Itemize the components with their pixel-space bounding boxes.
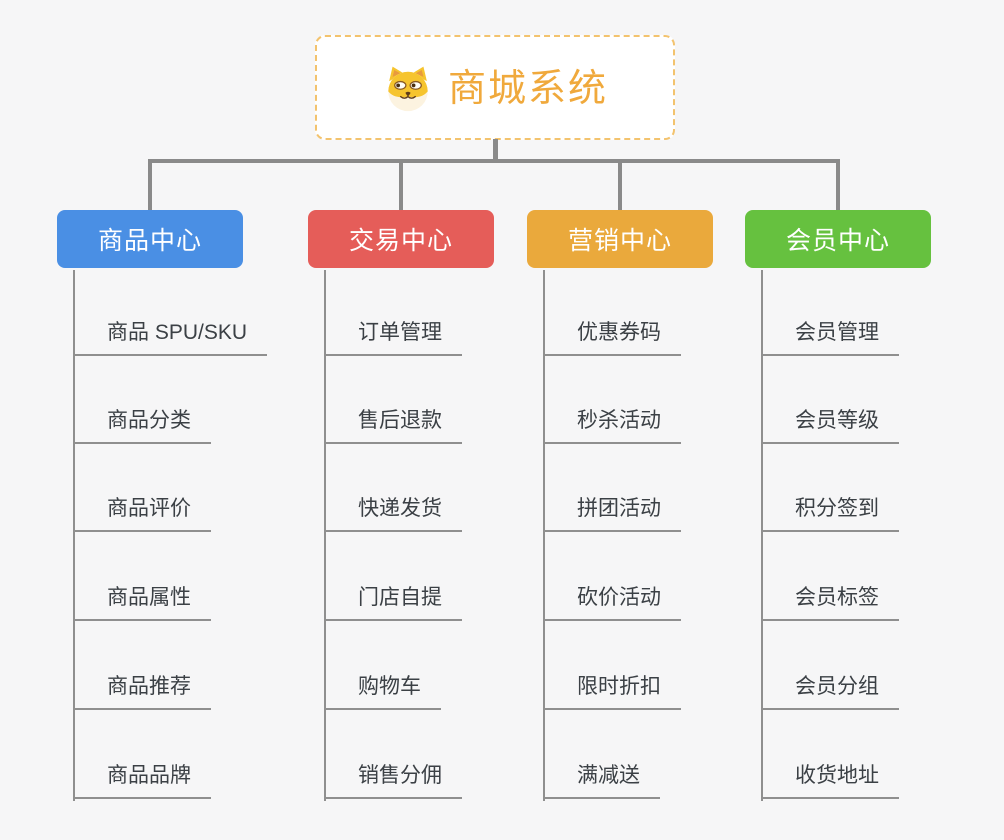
branch-node-member-center[interactable]: 会员中心 [745,210,931,268]
root-title: 商城系统 [447,67,608,110]
connector-drop-trade [399,162,403,210]
connector-drop-member [836,162,840,210]
leaf-node[interactable]: 销售分佣 [324,710,462,799]
branch-node-trade-center[interactable]: 交易中心 [308,210,494,268]
leaf-node[interactable]: 购物车 [324,621,441,710]
connector-root-stub [493,139,498,160]
leaf-node[interactable]: 会员管理 [761,268,899,356]
leaf-node[interactable]: 会员标签 [761,532,899,621]
leaf-node[interactable]: 会员等级 [761,356,899,444]
leaf-node[interactable]: 积分签到 [761,444,899,532]
leaf-node[interactable]: 收货地址 [761,710,899,799]
branch-node-product-center[interactable]: 商品中心 [57,210,243,268]
leaf-node[interactable]: 满减送 [543,710,660,799]
root-node[interactable]: 商城系统 [315,35,675,140]
leaf-node[interactable]: 订单管理 [324,268,462,356]
leaf-node[interactable]: 商品品牌 [73,710,211,799]
leaf-node[interactable]: 砍价活动 [543,532,681,621]
leaf-node[interactable]: 会员分组 [761,621,899,710]
leaf-node[interactable]: 售后退款 [324,356,462,444]
leaf-node[interactable]: 商品评价 [73,444,211,532]
connector-drop-product [148,162,152,210]
branch-column-marketing: 营销中心 优惠券码 秒杀活动 拼团活动 砍价活动 限时折扣 满减送 [527,210,713,801]
branch-column-trade: 交易中心 订单管理 售后退款 快递发货 门店自提 购物车 销售分佣 [308,210,494,801]
leaf-list-member: 会员管理 会员等级 积分签到 会员标签 会员分组 收货地址 [761,268,931,801]
leaf-node[interactable]: 商品分类 [73,356,211,444]
leaf-node[interactable]: 商品推荐 [73,621,211,710]
leaf-node[interactable]: 优惠券码 [543,268,681,356]
leaf-node[interactable]: 商品 SPU/SKU [73,268,268,356]
leaf-list-marketing: 优惠券码 秒杀活动 拼团活动 砍价活动 限时折扣 满减送 [543,268,713,801]
leaf-node[interactable]: 商品属性 [73,532,211,621]
leaf-node[interactable]: 秒杀活动 [543,356,681,444]
dog-icon [388,66,428,111]
leaf-node[interactable]: 快递发货 [324,444,462,532]
leaf-list-product: 商品 SPU/SKU 商品分类 商品评价 商品属性 商品推荐 商品品牌 [73,268,268,801]
branch-node-marketing-center[interactable]: 营销中心 [527,210,713,268]
connector-drop-marketing [618,162,622,210]
leaf-node[interactable]: 限时折扣 [543,621,681,710]
connector-horizontal [148,159,840,163]
leaf-node[interactable]: 拼团活动 [543,444,681,532]
leaf-list-trade: 订单管理 售后退款 快递发货 门店自提 购物车 销售分佣 [324,268,494,801]
branch-column-member: 会员中心 会员管理 会员等级 积分签到 会员标签 会员分组 收货地址 [745,210,931,801]
leaf-node[interactable]: 门店自提 [324,532,462,621]
branch-column-product: 商品中心 商品 SPU/SKU 商品分类 商品评价 商品属性 商品推荐 商品品牌 [57,210,268,801]
